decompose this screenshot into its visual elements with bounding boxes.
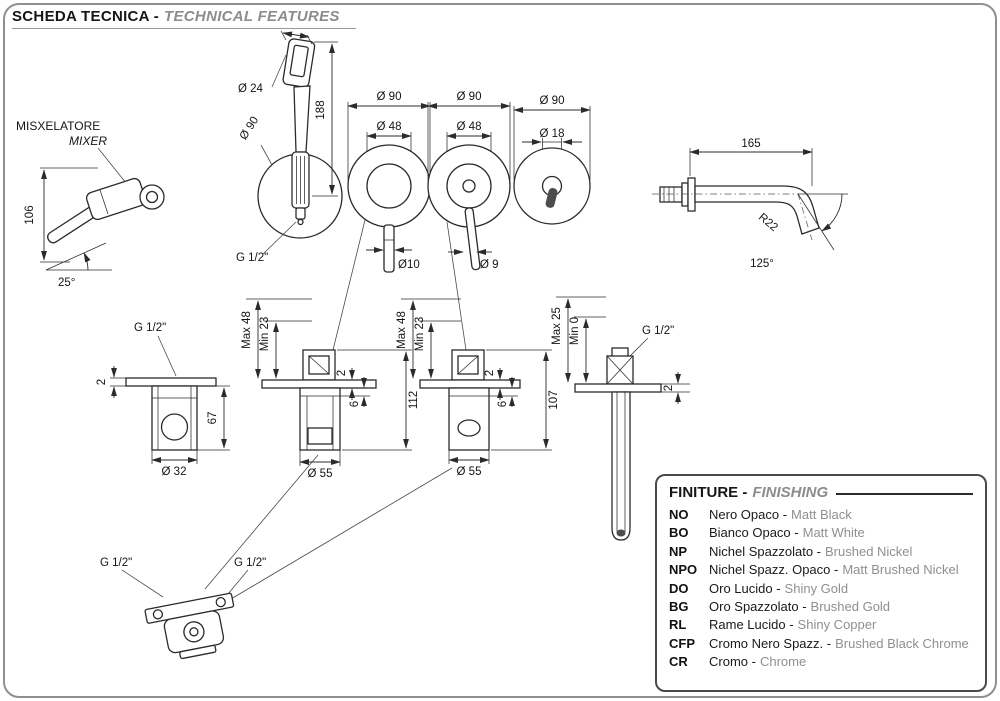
- finish-name-it: Oro Lucido -: [709, 580, 781, 596]
- dim-2-body2: 2: [484, 370, 496, 376]
- dim-dia48-2: Ø 48: [457, 121, 482, 133]
- finish-name-en: Shiny Gold: [784, 580, 849, 596]
- spout-circle: Ø 90 Ø 18: [513, 95, 591, 225]
- dim-dia90-1: Ø 90: [377, 91, 402, 103]
- finish-code: DO: [669, 580, 689, 596]
- dim-188: 188: [315, 100, 327, 119]
- mixer-label-it: MISXELATORE: [16, 119, 100, 133]
- dim-max25: Max 25: [551, 307, 563, 345]
- finish-name-it: Cromo -: [709, 654, 756, 670]
- spout-section: Max 25 Min 0 G 1/2" 2: [551, 296, 690, 541]
- dim-g12-spout: G 1/2": [642, 325, 674, 337]
- trim-circle-1: Ø 90 Ø 48 Ø10: [347, 91, 431, 273]
- dim-dia48-1: Ø 48: [377, 121, 402, 133]
- finish-row: NO Nero Opaco -Matt Black: [669, 506, 973, 524]
- finish-name-it: Nichel Spazzolato -: [709, 543, 821, 559]
- dim-min23-2: Min 23: [414, 317, 426, 352]
- built-in-body-1: Max 48 Min 23 2 6 112 Ø: [241, 298, 420, 480]
- finish-name-en: Shiny Copper: [797, 617, 877, 633]
- finish-name-it: Nero Opaco -: [709, 507, 788, 522]
- finish-code: CFP: [669, 635, 695, 651]
- page-title-it: SCHEDA TECNICA -: [12, 8, 160, 25]
- handshower-view: Ø 24 188 Ø 90 G 1/2": [236, 30, 343, 264]
- dim-dia24: Ø 24: [238, 83, 264, 95]
- page-title: SCHEDA TECNICA -TECHNICAL FEATURES: [12, 8, 356, 29]
- finish-code: BG: [669, 599, 689, 615]
- dim-dia10: Ø10: [398, 259, 420, 271]
- page-title-en: TECHNICAL FEATURES: [164, 8, 340, 25]
- finishing-title-it: FINITURE -: [669, 484, 748, 501]
- finish-row: RL Rame Lucido -Shiny Copper: [669, 616, 973, 634]
- finish-row: NP Nichel Spazzolato -Brushed Nickel: [669, 543, 973, 561]
- finish-name-it: Rame Lucido -: [709, 617, 794, 633]
- dim-dia55-2: Ø 55: [457, 466, 482, 478]
- dim-2-union: 2: [96, 379, 108, 385]
- dim-g12-union: G 1/2": [134, 322, 166, 334]
- mixer-label-en: MIXER: [69, 134, 107, 148]
- dim-6-body1: 6: [349, 401, 361, 407]
- finishing-title-rule: [836, 492, 973, 495]
- finish-name-en: Matt White: [802, 525, 865, 541]
- dim-dia9: Ø 9: [480, 259, 499, 271]
- finishing-list: NO Nero Opaco -Matt Black BO Bianco Opaco …: [669, 506, 973, 672]
- dim-angle-25: 25°: [58, 277, 75, 289]
- finish-name-it: Cromo Nero Spazz. -: [709, 635, 832, 651]
- dim-g12-shower: G 1/2": [236, 252, 268, 264]
- finish-code: NP: [669, 543, 688, 559]
- finish-name-en: Matt Black: [791, 507, 852, 522]
- built-in-body-2: Max 48 Min 23 2 6 107 Ø 55: [396, 298, 560, 478]
- finish-row: DO Oro Lucido -Shiny Gold: [669, 580, 973, 598]
- dim-dia18: Ø 18: [540, 128, 565, 140]
- finish-name-it: Bianco Opaco -: [709, 525, 799, 541]
- trim-circle-2: Ø 90 Ø 48 Ø 9: [427, 91, 511, 271]
- finishing-title-en: FINISHING: [752, 484, 829, 501]
- dim-165: 165: [741, 138, 760, 150]
- finish-code: CR: [669, 654, 688, 670]
- dim-67: 67: [207, 412, 219, 425]
- dim-max48-1: Max 48: [241, 311, 253, 349]
- dim-dia32: Ø 32: [162, 466, 187, 478]
- mixer-side-view: 106 25°: [24, 147, 165, 289]
- dim-max48-2: Max 48: [396, 311, 408, 349]
- finish-row: CR Cromo -Chrome: [669, 653, 973, 671]
- dim-dia55-1: Ø 55: [308, 468, 333, 480]
- dim-106: 106: [24, 205, 36, 224]
- finish-name-it: Nichel Spazz. Opaco -: [709, 562, 839, 578]
- finish-row: CFP Cromo Nero Spazz. -Brushed Black Chro…: [669, 635, 973, 653]
- finishing-title: FINITURE - FINISHING: [669, 484, 973, 501]
- dim-112: 112: [408, 391, 420, 409]
- finish-code: NO: [669, 507, 689, 522]
- dim-dia90-2: Ø 90: [457, 91, 482, 103]
- dim-min23-1: Min 23: [259, 317, 271, 352]
- wall-union-section: G 1/2" 2 67 Ø 32: [96, 322, 230, 478]
- dim-107: 107: [548, 390, 560, 409]
- dim-angle-125: 125°: [750, 258, 774, 270]
- finish-code: BO: [669, 525, 689, 541]
- dim-dia90-shower: Ø 90: [238, 115, 262, 142]
- dim-dia90-3: Ø 90: [540, 95, 565, 107]
- finish-name-en: Brushed Gold: [810, 599, 891, 615]
- dim-2-spout: 2: [663, 385, 675, 391]
- finish-row: BO Bianco Opaco -Matt White: [669, 524, 973, 542]
- dim-min0: Min 0: [569, 317, 581, 345]
- finish-name-it: Oro Spazzolato -: [709, 599, 807, 615]
- dim-g12-valve-left: G 1/2": [100, 557, 132, 569]
- finish-row: BG Oro Spazzolato -Brushed Gold: [669, 598, 973, 616]
- dim-g12-valve-right: G 1/2": [234, 557, 266, 569]
- finish-name-en: Brushed Nickel: [825, 543, 913, 559]
- finish-code: NPO: [669, 562, 698, 578]
- dim-2-body1: 2: [336, 370, 348, 376]
- finish-row: NPO Nichel Spazz. Opaco -Matt Brushed Nic…: [669, 561, 973, 579]
- projection-lines: [204, 219, 467, 600]
- finish-name-en: Chrome: [759, 654, 807, 670]
- finish-name-en: Matt Brushed Nickel: [842, 562, 959, 578]
- inline-valve-view: G 1/2" G 1/2": [100, 557, 266, 660]
- spout-side-view: 165 R22 125°: [652, 138, 848, 270]
- dim-6-body2: 6: [497, 401, 509, 407]
- dim-r22: R22: [756, 211, 780, 234]
- finish-code: RL: [669, 617, 687, 633]
- finish-name-en: Brushed Black Chrome: [835, 635, 969, 651]
